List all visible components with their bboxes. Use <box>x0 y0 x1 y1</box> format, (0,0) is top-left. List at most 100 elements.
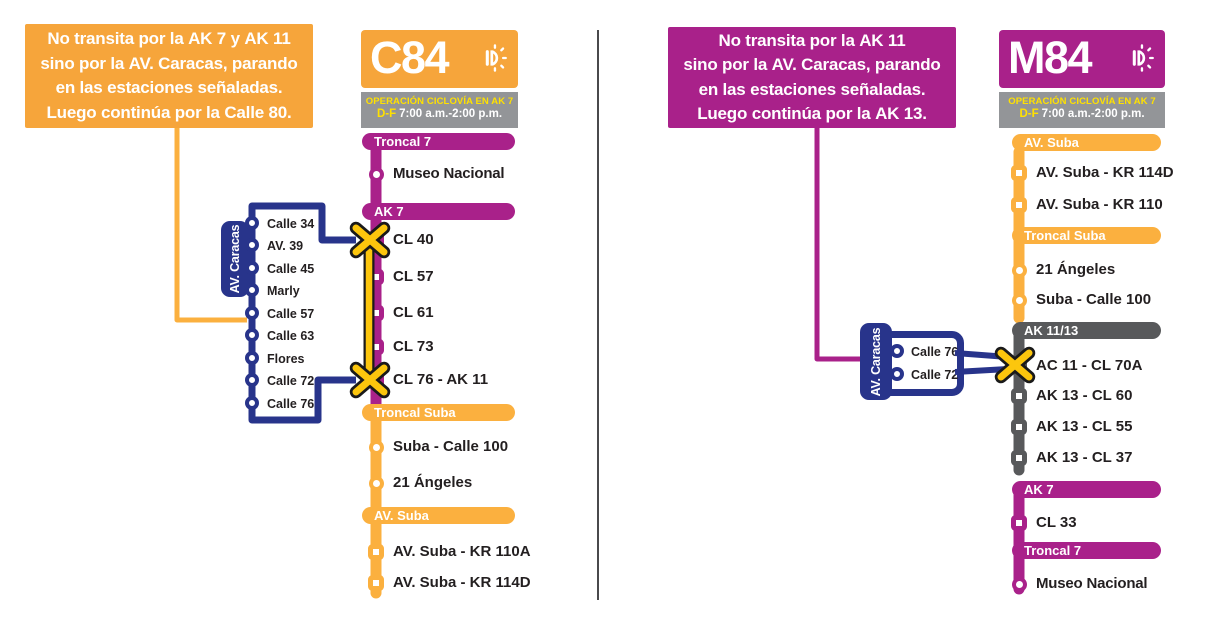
c84-detour-stop-marker <box>245 328 259 342</box>
stop-label: CL 40 <box>393 231 434 248</box>
section-pill-label: Troncal 7 <box>1024 543 1082 558</box>
callout-text: . <box>287 102 292 122</box>
c84-stop-marker <box>368 232 384 248</box>
callout-bold-text: AK 13 <box>875 104 923 123</box>
operation-hours: 7:00 a.m.-2:00 p.m. <box>1041 108 1145 120</box>
c84-detour-stop-label-wrap: Marly <box>267 282 300 300</box>
m84-detour-stop-marker <box>890 367 904 381</box>
c84-detour-stop-label-wrap: Calle 76 <box>267 395 314 413</box>
callout-bold-text: AK 11 <box>859 30 906 50</box>
c84-detour-stop-marker <box>245 238 259 252</box>
icon-rays <box>493 44 507 72</box>
c84-callout-line: No transita por la AK 7 y AK 11 <box>25 27 313 52</box>
m84-av-caracas-label: AV. Caracas <box>860 323 892 400</box>
route-code: C84 <box>370 31 450 83</box>
m84-stop-marker <box>1011 576 1027 592</box>
c84-route-header: C84 <box>361 30 518 88</box>
m84-stop-marker <box>1011 358 1027 374</box>
stop-label: AV. Suba - KR 110 <box>1036 196 1163 213</box>
m84-stop-label-wrap: AV. Suba - KR 114D <box>1036 164 1174 182</box>
operation-note-line1: OPERACIÓN CICLOVÍA EN AK 7 <box>361 96 518 107</box>
m84-section-pill: Troncal 7 <box>1012 542 1161 559</box>
stop-label: Museo Nacional <box>1036 575 1148 592</box>
stop-label: CL 57 <box>393 268 434 285</box>
m84-stop-marker <box>1011 419 1027 435</box>
m84-stop-marker <box>1011 450 1027 466</box>
m84-stop-marker <box>1011 165 1027 181</box>
stop-label: AC 11 - CL 70A <box>1036 357 1143 374</box>
detour-stop-label: AV. 39 <box>267 239 304 253</box>
c84-stop-label-wrap: Museo Nacional <box>393 165 505 183</box>
m84-stop-label-wrap: AC 11 - CL 70A <box>1036 357 1142 375</box>
c84-stop-label-wrap: AV. Suba - KR 110A <box>393 543 531 561</box>
c84-detour-stop-marker <box>245 306 259 320</box>
m84-callout-line: sino por la AV. Caracas, parando <box>668 53 956 78</box>
c84-detour-stop-label-wrap: Calle 34 <box>267 215 314 233</box>
callout-text: . <box>922 104 927 123</box>
m84-stop-label-wrap: AK 13 - CL 55 <box>1036 418 1132 436</box>
callout-bold-text: AV. Caracas <box>128 53 223 73</box>
callout-text: , parando <box>865 55 941 74</box>
icon-d-bowl <box>490 50 499 66</box>
c84-detour-stop-label-wrap: Calle 57 <box>267 305 314 323</box>
detour-stop-label: Calle 72 <box>911 368 959 382</box>
c84-stop-label-wrap: 21 Ángeles <box>393 474 472 492</box>
icon-d-bowl <box>1137 50 1146 66</box>
stop-label: Suba - Calle 100 <box>393 438 509 455</box>
section-pill-label: AK 11/13 <box>1024 323 1079 338</box>
c84-callout-line: sino por la AV. Caracas, parando <box>25 52 313 77</box>
section-pill-label: Troncal Suba <box>374 405 456 420</box>
callout-text: No transita por la <box>718 30 860 50</box>
c84-stop-marker <box>368 475 384 491</box>
c84-stop-label-wrap: CL 40 <box>393 231 434 249</box>
route-code: M84 <box>1008 31 1093 83</box>
panel-divider <box>597 30 599 600</box>
detour-stop-label: Calle 45 <box>267 262 315 276</box>
m84-callout-line: Luego continúa por la AK 13. <box>668 102 956 127</box>
m84-stop-marker <box>1011 515 1027 531</box>
c84-section-pill: AV. Suba <box>362 507 515 524</box>
operation-note-line1: OPERACIÓN CICLOVÍA EN AK 7 <box>999 96 1165 107</box>
stop-label: 21 Ángeles <box>1036 261 1116 278</box>
stop-label: CL 76 - AK 11 <box>393 371 489 388</box>
c84-callout-line: en las estaciones señaladas. <box>25 76 313 101</box>
stop-label: AV. Suba - KR 114D <box>1036 164 1174 181</box>
c84-detour-stop-marker <box>245 261 259 275</box>
callout-bold-text: AK 11 <box>244 29 291 48</box>
c84-stop-label-wrap: AV. Suba - KR 114D <box>393 574 531 592</box>
callout-bold-text: AV. Caracas <box>771 55 866 74</box>
detour-stop-label: Calle 34 <box>267 217 315 231</box>
section-pill-label: Troncal 7 <box>374 134 432 149</box>
operation-note-text: OPERACIÓN CICLOVÍA EN AK 7 <box>365 96 514 107</box>
callout-text: en las estaciones señaladas. <box>698 79 926 99</box>
c84-stop-label-wrap: CL 76 - AK 11 <box>393 371 488 389</box>
c84-section-pill: Troncal Suba <box>362 404 515 421</box>
c84-stop-marker <box>368 166 384 182</box>
operation-days: D-F <box>1019 108 1039 120</box>
operation-hours: 7:00 a.m.-2:00 p.m. <box>399 108 503 120</box>
icon-rays <box>1140 44 1154 72</box>
m84-section-pill: AK 11/13 <box>1012 322 1161 339</box>
m84-detour-stop-marker <box>890 344 904 358</box>
c84-stop-marker <box>368 269 384 285</box>
m84-section-pill: Troncal Suba <box>1012 227 1161 244</box>
callout-text: No transita por la <box>47 29 189 48</box>
callout-text: , parando <box>222 53 298 73</box>
section-pill-label: AV. Suba <box>1024 135 1079 150</box>
c84-section-pill: AK 7 <box>362 203 515 220</box>
operation-days: D-F <box>376 108 397 120</box>
c84-detour-stop-label-wrap: Calle 45 <box>267 260 314 278</box>
c84-detour-stop-label-wrap: Flores <box>267 350 305 368</box>
m84-route-header: M84 <box>999 30 1165 88</box>
c84-stop-label-wrap: Suba - Calle 100 <box>393 438 508 456</box>
c84-stop-label-wrap: CL 57 <box>393 268 434 286</box>
stop-label: AV. Suba - KR 114D <box>393 574 531 591</box>
av-caracas-label-text: AV. Caracas <box>228 224 242 294</box>
m84-stop-label-wrap: Suba - Calle 100 <box>1036 291 1151 309</box>
callout-text: Luego continúa por la <box>697 104 876 123</box>
c84-detour-stop-marker <box>245 283 259 297</box>
callout-text: sino por la <box>40 53 129 73</box>
